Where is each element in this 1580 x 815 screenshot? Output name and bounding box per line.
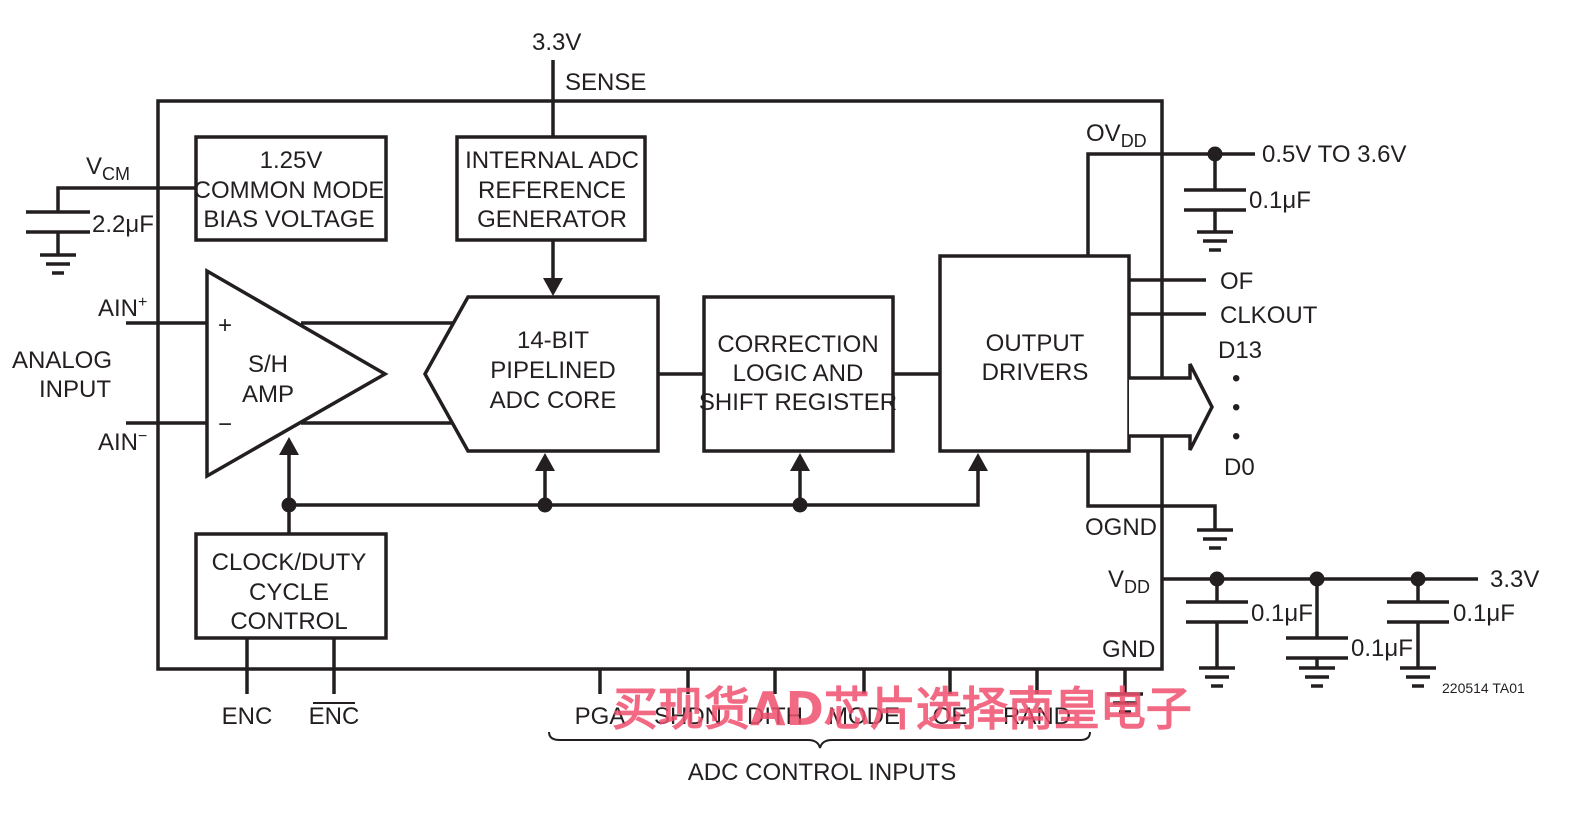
control-pin-dith: DITH xyxy=(747,703,803,730)
clock-duty-cycle-block xyxy=(194,532,388,640)
ref-line2: REFERENCE xyxy=(478,177,626,204)
bus-dot-2: • xyxy=(1232,394,1240,421)
ovdd-label: OVDD xyxy=(1086,120,1147,151)
control-pin-mode: MODE xyxy=(828,703,900,730)
adc-line3: ADC CORE xyxy=(490,387,617,414)
data-bus-arrow xyxy=(1129,363,1214,451)
sense-label: SENSE xyxy=(565,69,646,96)
d0-pin: D0 xyxy=(1224,454,1255,481)
control-pin-pga: PGA xyxy=(575,703,626,730)
ref-line3: GENERATOR xyxy=(477,206,627,233)
corr-line2: LOGIC AND xyxy=(733,360,864,387)
control-pin-rand: RAND xyxy=(1003,703,1071,730)
ref-line1: INTERNAL ADC xyxy=(465,147,639,174)
ovdd-range: 0.5V TO 3.6V xyxy=(1262,141,1407,168)
correction-logic-block xyxy=(702,295,895,453)
ain-plus-label: AIN+ xyxy=(98,294,147,322)
vdd-cap1-label: 0.1μF xyxy=(1251,600,1313,627)
adc-line1: 14-BIT xyxy=(517,327,589,354)
control-pin-shdn: SHDN xyxy=(654,703,722,730)
enc-pin: ENC xyxy=(222,703,273,730)
sh-minus-sign: − xyxy=(218,411,232,438)
clock-to-out-arrow xyxy=(968,453,988,471)
watermark-text: 买现货AD芯片选择南皇电子 xyxy=(612,682,1192,736)
figure-code: 220514 TA01 xyxy=(1442,680,1525,696)
corr-line3: SHIFT REGISTER xyxy=(699,389,897,416)
clock-to-corr-arrow xyxy=(790,453,810,471)
analog-input-line2: INPUT xyxy=(39,376,111,403)
d13-pin: D13 xyxy=(1218,337,1262,364)
adc-line2: PIPELINED xyxy=(490,357,615,384)
clock-to-adc-arrow xyxy=(535,453,555,471)
vdd-cap2-label: 0.1μF xyxy=(1351,635,1413,662)
sh-line2: AMP xyxy=(242,381,294,408)
control-inputs-label: ADC CONTROL INPUTS xyxy=(688,759,956,786)
gnd-label: GND xyxy=(1102,636,1155,663)
sh-amp-triangle xyxy=(205,267,389,480)
ovdd-cap-label: 0.1μF xyxy=(1249,187,1311,214)
adc-core-block xyxy=(422,295,660,453)
analog-input-line1: ANALOG xyxy=(12,347,112,374)
clock-line2: CYCLE xyxy=(249,579,329,606)
vdd-cap3-label: 0.1μF xyxy=(1453,600,1515,627)
vcm-label: VCM xyxy=(86,153,130,184)
out-line1: OUTPUT xyxy=(986,330,1085,357)
output-drivers-block xyxy=(938,254,1131,453)
sh-line1: S/H xyxy=(248,351,288,378)
bus-dot-1: • xyxy=(1232,365,1240,392)
control-pins: PGA SHDN DITH MODE OE RAND xyxy=(575,669,1071,730)
supply-3v3-top: 3.3V xyxy=(532,29,581,56)
clock-line1: CLOCK/DUTY xyxy=(212,549,367,576)
clkout-pin: CLKOUT xyxy=(1220,302,1318,329)
control-pin-oe: OE xyxy=(933,703,968,730)
vdd-supply: 3.3V xyxy=(1490,566,1539,593)
out-line2: DRIVERS xyxy=(982,359,1089,386)
bias-line1: 1.25V xyxy=(260,147,323,174)
bias-line2: COMMON MODE xyxy=(194,177,385,204)
ain-minus-label: AIN− xyxy=(98,428,147,456)
control-inputs-brace xyxy=(548,731,1091,749)
clock-to-sh-arrow xyxy=(279,437,299,455)
bus-dot-3: • xyxy=(1232,423,1240,450)
ref-to-adc-arrow xyxy=(543,278,563,296)
reference-generator-block xyxy=(455,135,647,242)
corr-line1: CORRECTION xyxy=(717,331,878,358)
bias-line3: BIAS VOLTAGE xyxy=(203,206,374,233)
vcm-cap-label: 2.2μF xyxy=(92,211,154,238)
of-pin: OF xyxy=(1220,268,1253,295)
ognd-label: OGND xyxy=(1085,514,1157,541)
vdd-label: VDD xyxy=(1108,566,1150,597)
clock-line3: CONTROL xyxy=(230,608,347,635)
enc-bar-pin: ENC xyxy=(309,703,360,730)
sh-plus-sign: + xyxy=(218,312,232,339)
